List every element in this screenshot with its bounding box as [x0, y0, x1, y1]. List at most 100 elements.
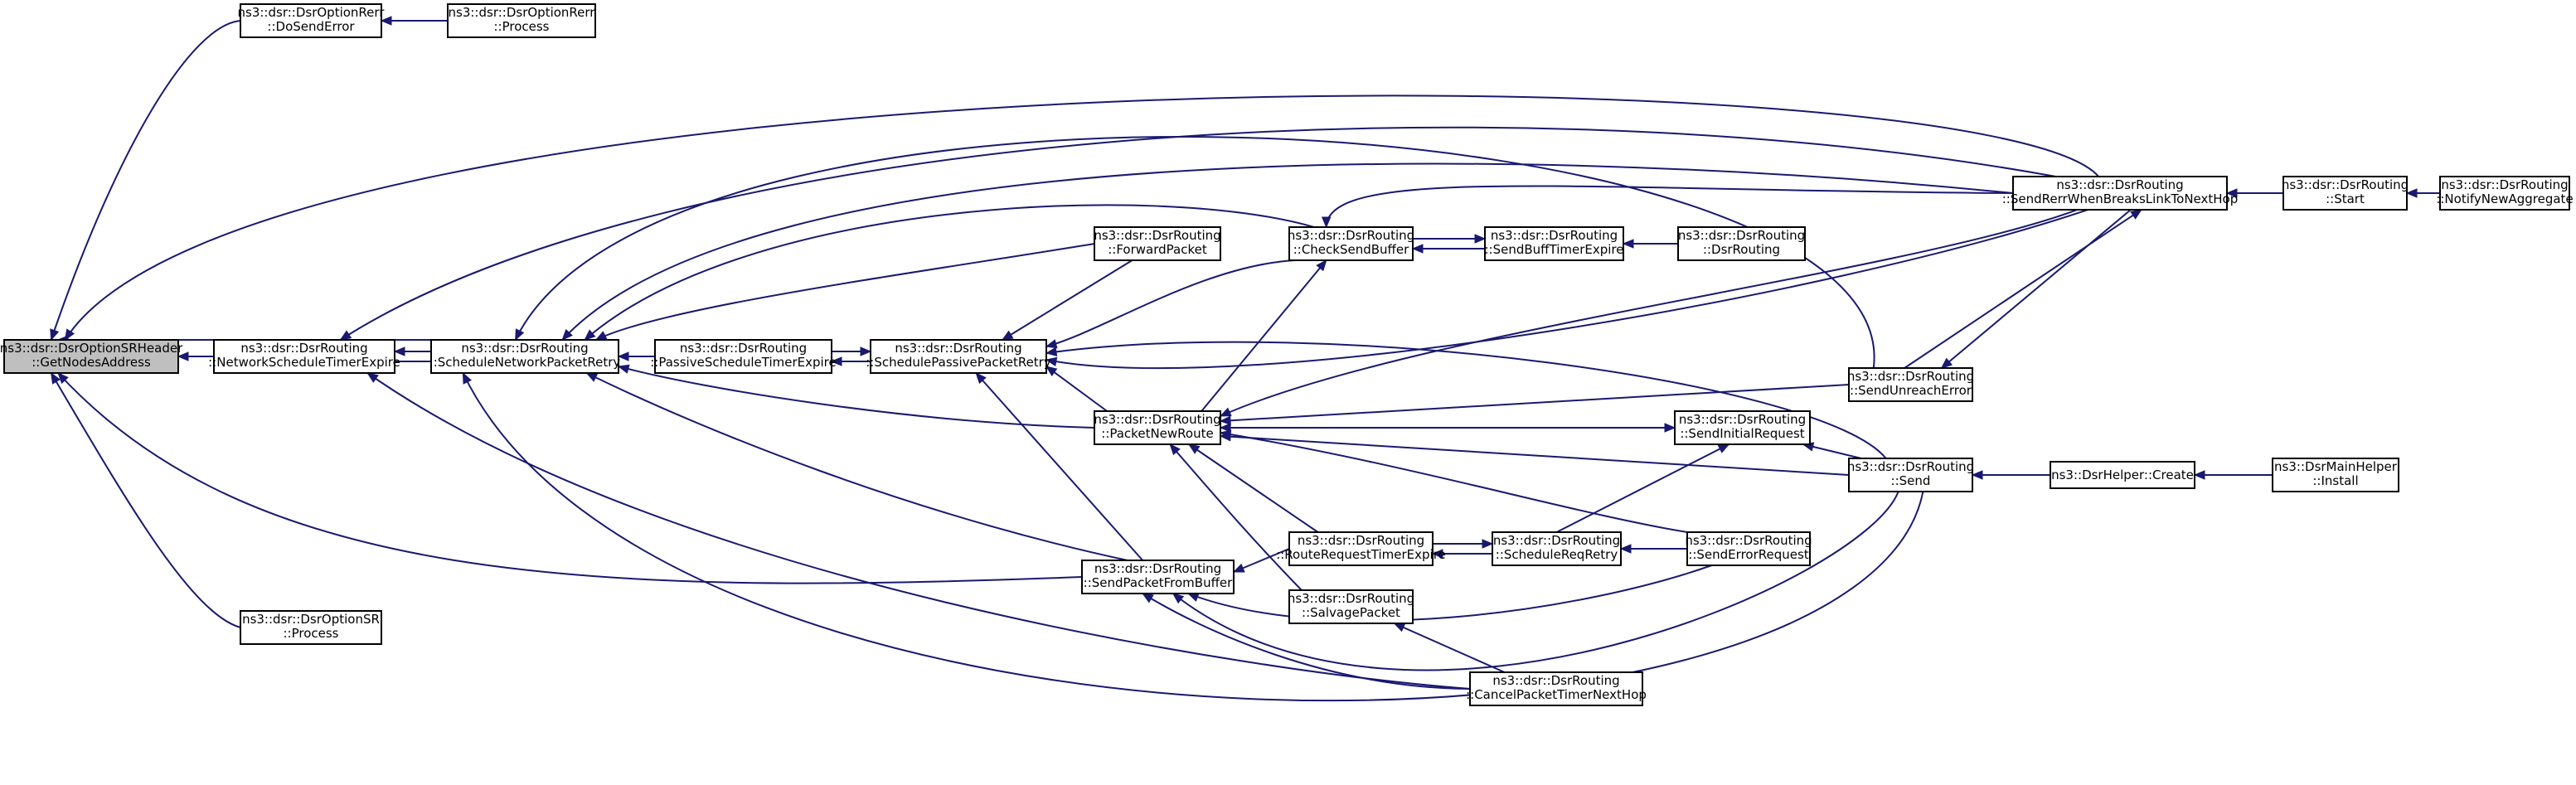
arrowhead-netsched-to-getnodes: [177, 351, 189, 361]
node-initreq[interactable]: ns3::dsr::DsrRouting::SendInitialRequest: [1674, 410, 1811, 445]
edge-sendrerr-to-newroute: [1220, 209, 2078, 417]
node-label-senderr-2: ::SendErrorRequest: [1688, 547, 1808, 562]
node-label-sendfrombuf-2: ::SendPacketFromBuffer: [1084, 575, 1233, 590]
edge-sendrerr-to-schedpass: [1045, 209, 2088, 370]
node-schedpass[interactable]: ns3::dsr::DsrRouting::SchedulePassivePac…: [866, 339, 1051, 374]
edge-sendrerr-to-netsched: [340, 126, 2056, 341]
node-install[interactable]: ns3::DsrMainHelper::Install: [2272, 458, 2399, 492]
node-rerrprocess[interactable]: ns3::dsr::DsrOptionRerr::Process: [447, 3, 596, 38]
node-label-schedreq-1: ns3::dsr::DsrRouting: [1493, 533, 1620, 548]
arrowhead-dsrrouting-to-sendbuff: [1622, 239, 1634, 249]
node-label-srprocess-2: ::Process: [283, 626, 338, 641]
node-schedreq[interactable]: ns3::dsr::DsrRouting::ScheduleReqRetry: [1492, 531, 1622, 566]
call-graph-edges: [50, 16, 2440, 702]
edge-schedreq-to-initreq: [1556, 443, 1729, 533]
node-sendbuff[interactable]: ns3::dsr::DsrRouting::SendBuffTimerExpir…: [1484, 226, 1624, 261]
arrowhead-senderr-to-sendfrombuf: [1186, 593, 1200, 602]
node-label-cancel-2: ::CancelPacketTimerNextHop: [1466, 687, 1647, 702]
edge-dosenderror-to-getnodes: [50, 20, 241, 341]
edge-cancel-to-netsched: [366, 372, 1471, 690]
arrowhead-sendrerr-to-getnodes: [64, 328, 75, 342]
node-label-dosenderror-2: ::DoSendError: [267, 19, 355, 34]
edge-send-to-schednet: [462, 372, 1924, 702]
node-box-salvage: [1288, 589, 1414, 624]
node-label-rerrprocess-1: ns3::dsr::DsrOptionRerr: [449, 5, 596, 20]
arrowhead-sendrerr-to-newroute: [1219, 407, 1232, 417]
node-label-newroute-2: ::PacketNewRoute: [1101, 426, 1213, 441]
arrowhead-sendfrombuf-to-getnodes: [57, 372, 69, 385]
node-box-sendfrombuf: [1081, 560, 1235, 594]
node-box-srprocess: [240, 610, 382, 645]
node-schednet[interactable]: ns3::dsr::DsrRouting::ScheduleNetworkPac…: [429, 339, 621, 374]
node-forward[interactable]: ns3::dsr::DsrRouting::ForwardPacket: [1094, 226, 1221, 261]
node-label-checksend-1: ns3::dsr::DsrRouting: [1288, 228, 1414, 243]
node-box-checksend: [1288, 226, 1414, 261]
node-label-notify-1: ns3::dsr::DsrRouting: [2441, 177, 2568, 192]
node-send[interactable]: ns3::dsr::DsrRouting::Send: [1847, 458, 1974, 492]
node-checksend[interactable]: ns3::dsr::DsrRouting::CheckSendBuffer: [1288, 226, 1414, 261]
node-box-initreq: [1674, 410, 1811, 445]
node-box-getnodes: [3, 339, 179, 374]
node-sendfrombuf[interactable]: ns3::dsr::DsrRouting::SendPacketFromBuff…: [1081, 560, 1235, 594]
node-box-passsched: [654, 339, 832, 374]
edge-sendrerr-to-schednet: [561, 162, 2014, 341]
edge-cancel-to-salvage: [1394, 623, 1506, 673]
arrowhead-schedreq-to-routereq: [1431, 549, 1443, 559]
node-label-start-1: ns3::dsr::DsrRouting: [2282, 177, 2409, 192]
edge-salvage-to-newroute: [1169, 443, 1303, 591]
arrowhead-newroute-to-checksend: [1316, 259, 1327, 272]
node-newroute[interactable]: ns3::dsr::DsrRouting::PacketNewRoute: [1094, 410, 1221, 445]
node-sendunreach[interactable]: ns3::dsr::DsrRouting::SendUnreachError: [1847, 367, 1974, 402]
arrowhead-senderr-to-schedreq: [1619, 544, 1632, 554]
node-salvage[interactable]: ns3::dsr::DsrRouting::SalvagePacket: [1288, 589, 1414, 624]
node-label-salvage-2: ::SalvagePacket: [1302, 605, 1400, 620]
arrowhead-forward-to-schednet: [594, 331, 608, 341]
node-cancel[interactable]: ns3::dsr::DsrRouting::CancelPacketTimerN…: [1466, 671, 1647, 706]
edge-sendunreach-to-newroute: [1220, 384, 1850, 422]
edge-newroute-to-schednet: [618, 366, 1095, 429]
node-label-helpercreate-1: ns3::DsrHelper::Create: [2051, 468, 2194, 482]
node-label-senderr-1: ns3::dsr::DsrRouting: [1685, 533, 1812, 548]
node-label-sendbuff-1: ns3::dsr::DsrRouting: [1491, 228, 1618, 243]
node-box-start: [2283, 176, 2408, 211]
arrowhead-sendrerr-to-schedpass: [1045, 356, 1058, 367]
edge-newroute-to-schedpass: [1045, 366, 1108, 412]
arrowhead-schednet-to-netsched: [393, 346, 405, 356]
node-srprocess[interactable]: ns3::dsr::DsrOptionSR::Process: [240, 610, 382, 645]
edge-srprocess-to-getnodes: [50, 372, 241, 628]
node-label-salvage-1: ns3::dsr::DsrRouting: [1288, 591, 1414, 606]
edge-cancel-to-sendfrombuf: [1142, 593, 1471, 690]
node-sendrerr[interactable]: ns3::dsr::DsrRouting::SendRerrWhenBreaks…: [2002, 176, 2239, 211]
node-label-sendfrombuf-1: ns3::dsr::DsrRouting: [1094, 561, 1221, 576]
node-label-send-2: ::Send: [1891, 473, 1931, 488]
arrowhead-cancel-to-sendfrombuf: [1142, 593, 1154, 603]
node-label-sendbuff-2: ::SendBuffTimerExpire: [1484, 242, 1623, 257]
node-netsched[interactable]: ns3::dsr::DsrRouting::NetworkScheduleTim…: [208, 339, 400, 374]
node-dosenderror[interactable]: ns3::dsr::DsrOptionRerr::DoSendError: [238, 3, 386, 38]
node-label-dosenderror-1: ns3::dsr::DsrOptionRerr: [238, 5, 386, 20]
node-routereq[interactable]: ns3::dsr::DsrRouting::RouteRequestTimerE…: [1276, 531, 1446, 566]
node-notify[interactable]: ns3::dsr::DsrRouting::NotifyNewAggregate: [2436, 176, 2574, 211]
node-label-notify-2: ::NotifyNewAggregate: [2436, 191, 2573, 206]
node-start[interactable]: ns3::dsr::DsrRouting::Start: [2282, 176, 2409, 211]
node-box-sendbuff: [1484, 226, 1624, 261]
node-passsched[interactable]: ns3::dsr::DsrRouting::PassiveScheduleTim…: [650, 339, 837, 374]
node-senderr[interactable]: ns3::dsr::DsrRouting::SendErrorRequest: [1685, 531, 1812, 566]
edge-checksend-to-schedpass: [1045, 259, 1296, 347]
node-label-rerrprocess-2: ::Process: [493, 19, 549, 34]
arrowhead-sendfrombuf-to-schedpass: [975, 372, 987, 385]
arrowhead-passsched-to-schednet: [617, 351, 629, 361]
node-label-schednet-1: ns3::dsr::DsrRouting: [461, 341, 588, 356]
edge-senderr-to-sendfrombuf: [1187, 565, 1712, 622]
node-getnodes[interactable]: ns3::dsr::DsrOptionSRHeader::GetNodesAdd…: [0, 339, 183, 374]
arrowhead-sendrerr-to-checksend: [1321, 216, 1332, 229]
node-box-forward: [1094, 226, 1221, 261]
node-box-routereq: [1288, 531, 1434, 566]
edge-send-to-newroute: [1220, 435, 1850, 476]
arrowhead-send-to-schednet: [462, 371, 472, 385]
arrowhead-sendrerr-to-netsched: [339, 330, 352, 341]
node-helpercreate[interactable]: ns3::DsrHelper::Create: [2050, 461, 2195, 489]
node-dsrrouting[interactable]: ns3::dsr::DsrRouting::DsrRouting: [1677, 226, 1806, 261]
arrowhead-routereq-to-sendfrombuf: [1232, 563, 1245, 573]
